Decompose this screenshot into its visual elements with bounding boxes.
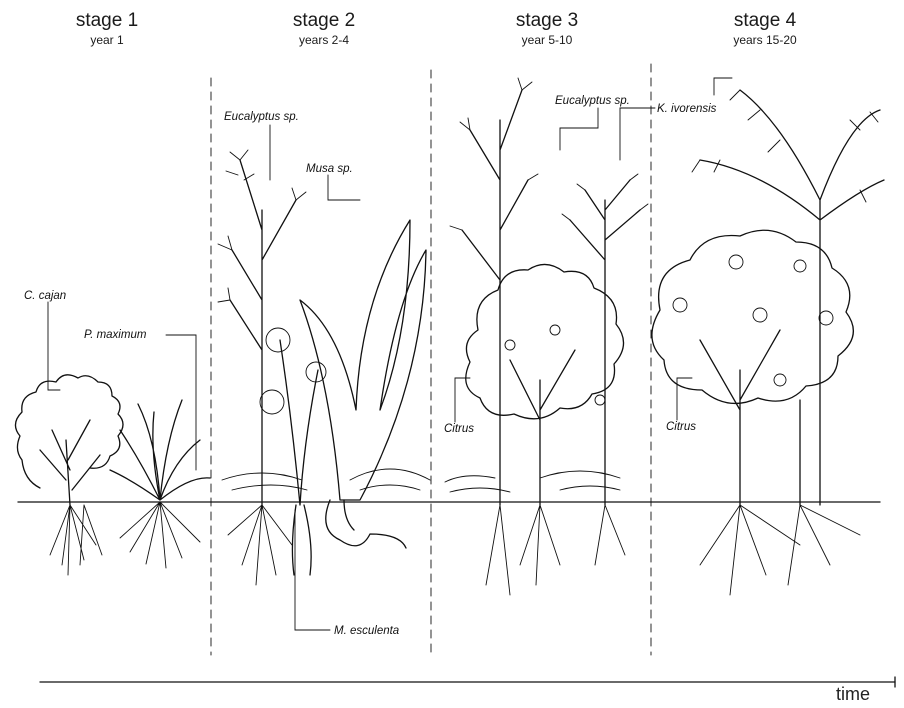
time-axis-label: time — [836, 684, 870, 705]
k-ivorensis-stage3 — [562, 174, 648, 505]
musa-banana — [300, 220, 426, 548]
label-k-ivorensis: K. ivorensis — [657, 103, 717, 115]
ground-mounds — [222, 469, 620, 492]
label-m-esculenta: M. esculenta — [334, 625, 399, 637]
label-p-maximum: P. maximum — [84, 329, 147, 341]
label-eucalyptus-stage3: Eucalyptus sp. — [555, 95, 630, 107]
stage-dividers — [211, 64, 651, 655]
species-labels: C. cajan P. maximum Eucalyptus sp. Musa … — [24, 78, 732, 637]
m-esculenta-plant — [260, 328, 326, 575]
p-maximum-grass — [110, 400, 210, 568]
k-ivorensis-stage4 — [692, 90, 884, 505]
label-citrus-stage4: Citrus — [666, 421, 696, 433]
eucalyptus-stage2 — [218, 150, 306, 585]
label-musa: Musa sp. — [306, 163, 353, 175]
time-axis — [40, 677, 895, 687]
label-eucalyptus-stage2: Eucalyptus sp. — [224, 111, 299, 123]
label-citrus-stage3: Citrus — [444, 423, 474, 435]
c-cajan-shrub — [15, 375, 123, 575]
citrus-stage3 — [466, 264, 625, 595]
label-c-cajan: C. cajan — [24, 290, 66, 302]
citrus-stage4 — [652, 230, 860, 595]
